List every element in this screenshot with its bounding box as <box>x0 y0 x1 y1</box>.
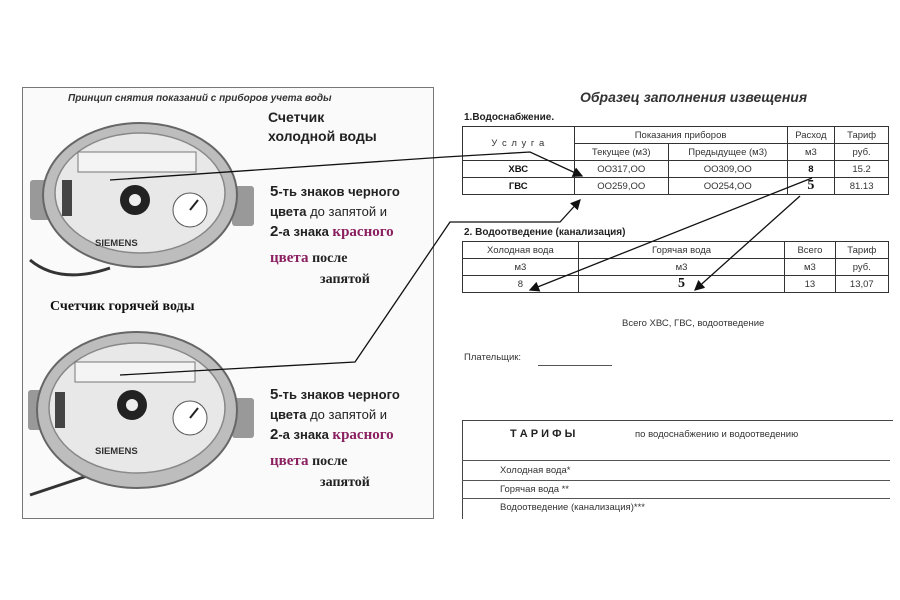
water-supply-table: У с л у г а Показания приборов Расход Та… <box>462 126 889 195</box>
divider <box>462 460 890 461</box>
desc-text: до запятой и <box>310 407 387 422</box>
tariffs-box <box>462 420 893 519</box>
desc-text: цвета <box>270 204 307 219</box>
cold-meter-label-line1: Счетчик <box>268 109 325 125</box>
desc-text: запятой <box>320 475 370 490</box>
header-tariff-unit: руб. <box>834 143 889 161</box>
table-row: ХВС ОО317,ОО ОО309,ОО 8 15.2 <box>462 160 889 178</box>
desc-text: после <box>312 251 348 266</box>
cold-meter-label-line2: холодной воды <box>268 128 377 144</box>
total-line: Всего ХВС, ГВС, водоотведение <box>622 318 765 329</box>
desc-text: -ть знаков <box>278 387 345 402</box>
cell-current: ОО259,ОО <box>573 177 669 195</box>
panel-title: Принцип снятия показаний с приборов учет… <box>68 93 332 104</box>
desc-text: -а знака <box>278 224 329 239</box>
tariff-item-hot: Горячая вода ** <box>500 484 570 495</box>
hot-meter-description: 5-ть знаков черного цвета до запятой и 2… <box>270 385 430 493</box>
digit-count-red: 2 <box>270 426 279 443</box>
cell-total: 13 <box>784 275 836 293</box>
digit-count-red: 2 <box>270 223 279 240</box>
drainage-table: Холодная вода Горячая вода Всего Тариф м… <box>462 241 890 293</box>
desc-text: до запятой и <box>310 204 387 219</box>
arrow-cold-reading <box>109 151 584 181</box>
digit-count-black: 5 <box>270 183 279 200</box>
arrow-hot-reading <box>119 199 581 376</box>
cold-meter-label: Счетчик холодной воды <box>268 108 377 146</box>
desc-text: -ть знаков <box>278 184 345 199</box>
document-title: Образец заполнения извещения <box>580 89 808 105</box>
section-drainage: 2. Водоотведение (канализация) <box>464 227 626 238</box>
cell-cold: 8 <box>462 275 579 293</box>
table-row: 8 5 13 13,07 <box>462 275 890 293</box>
arrow-cold-usage <box>528 177 813 292</box>
payer-signature-line <box>538 365 612 366</box>
desc-text: черного <box>348 387 400 402</box>
desc-text: -а знака <box>278 427 329 442</box>
desc-text-red: цвета <box>270 453 309 469</box>
tariffs-subtitle: по водоснабжению и водоотведению <box>635 429 799 440</box>
desc-text: цвета <box>270 407 307 422</box>
table-row: ГВС ОО259,ОО ОО254,ОО 5 81.13 <box>462 177 889 195</box>
cell-tariff: 13,07 <box>834 275 890 293</box>
divider <box>462 480 890 481</box>
desc-text: после <box>312 454 348 469</box>
desc-text: запятой <box>320 272 370 287</box>
brand-label-hot: SIEMENS <box>95 446 138 457</box>
tariffs-title: Т А Р И Ф Ы <box>510 428 576 440</box>
divider <box>462 498 890 499</box>
cell-service: ГВС <box>462 177 575 195</box>
cold-meter-description: 5-ть знаков черного цвета до запятой и 2… <box>270 182 430 290</box>
section-water-supply: 1.Водоснабжение. <box>464 112 555 123</box>
arrow-hot-usage <box>694 195 801 291</box>
tariff-item-cold: Холодная вода* <box>500 465 571 476</box>
cell-tariff: 81.13 <box>834 177 889 195</box>
digit-count-black: 5 <box>270 386 279 403</box>
hot-meter-label: Счетчик горячей воды <box>50 299 195 314</box>
cold-water-meter-image <box>29 122 254 277</box>
tariff-item-drainage: Водоотведение (канализация)*** <box>500 502 645 513</box>
desc-text-red: красного <box>332 427 394 443</box>
desc-text: черного <box>348 184 400 199</box>
cell-previous: ОО254,ОО <box>667 177 788 195</box>
desc-text-red: красного <box>332 224 394 240</box>
brand-label-cold: SIEMENS <box>95 238 138 249</box>
desc-text-red: цвета <box>270 250 309 266</box>
payer-label: Плательщик: <box>464 352 522 363</box>
